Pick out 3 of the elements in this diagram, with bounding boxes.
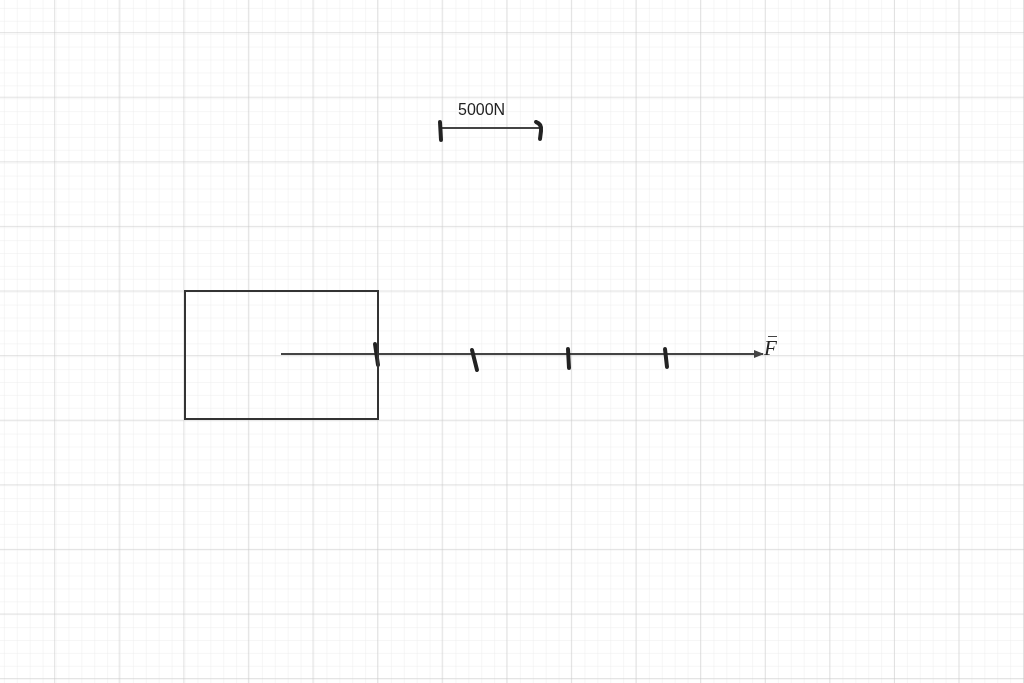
force-label: F [764, 334, 777, 358]
scale-label: 5000N [458, 101, 506, 119]
rectangle-body [184, 290, 379, 420]
